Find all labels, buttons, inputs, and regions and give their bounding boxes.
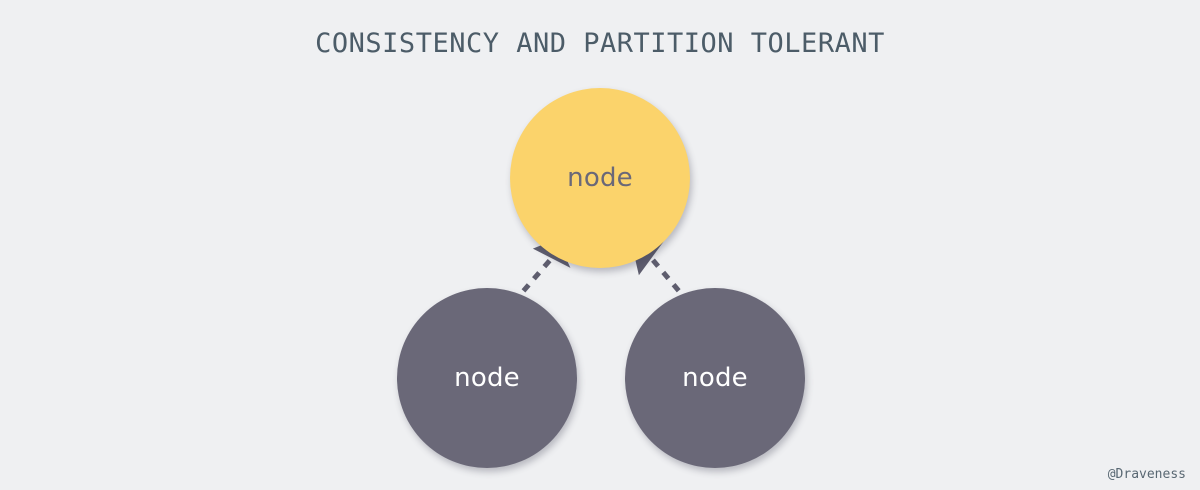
diagram-title: CONSISTENCY AND PARTITION TOLERANT bbox=[315, 28, 885, 59]
node-follower-right[interactable]: node bbox=[625, 288, 805, 468]
edge-follower-left-to-leader bbox=[511, 231, 576, 305]
node-follower-left[interactable]: node bbox=[397, 288, 577, 468]
watermark: @Draveness bbox=[1107, 467, 1186, 482]
node-follower-right-label: node bbox=[682, 363, 748, 393]
node-leader[interactable]: node bbox=[510, 88, 690, 268]
node-follower-left-label: node bbox=[454, 363, 520, 393]
node-leader-label: node bbox=[567, 163, 633, 193]
